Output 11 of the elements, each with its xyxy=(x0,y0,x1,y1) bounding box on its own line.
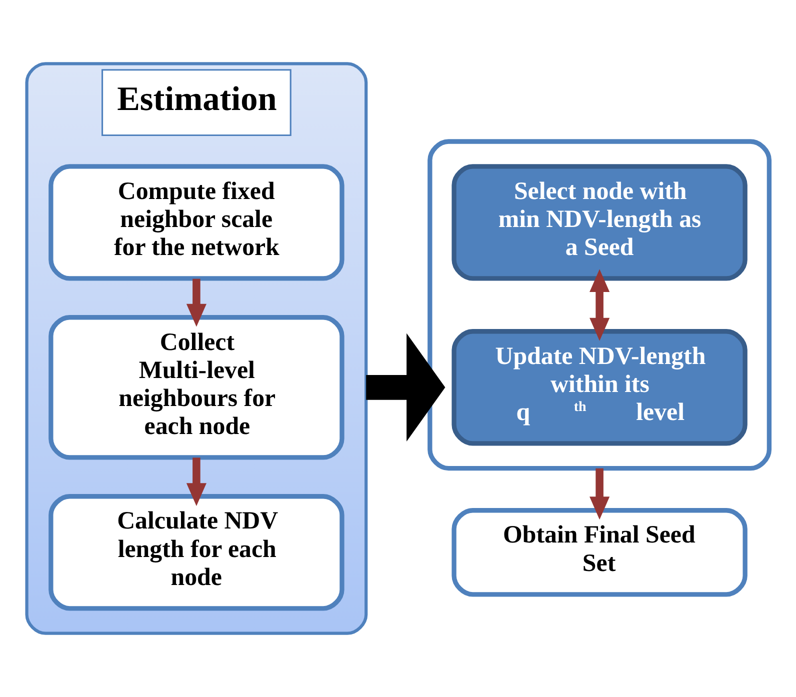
arrow xyxy=(590,269,610,341)
arrow xyxy=(186,278,206,327)
node-box: Collect Multi-level neighbours for each node xyxy=(48,315,344,460)
node-box: Obtain Final Seed Set xyxy=(452,508,748,597)
node-box: Calculate NDV length for each node xyxy=(48,494,344,611)
cluster xyxy=(428,139,772,471)
arrow xyxy=(366,333,446,442)
arrow xyxy=(590,468,610,520)
arrow xyxy=(186,458,206,506)
node-box: Select node with min NDV-length as a Seed xyxy=(452,164,748,281)
node-box: Compute fixed neighbor scale for the network xyxy=(48,164,344,281)
